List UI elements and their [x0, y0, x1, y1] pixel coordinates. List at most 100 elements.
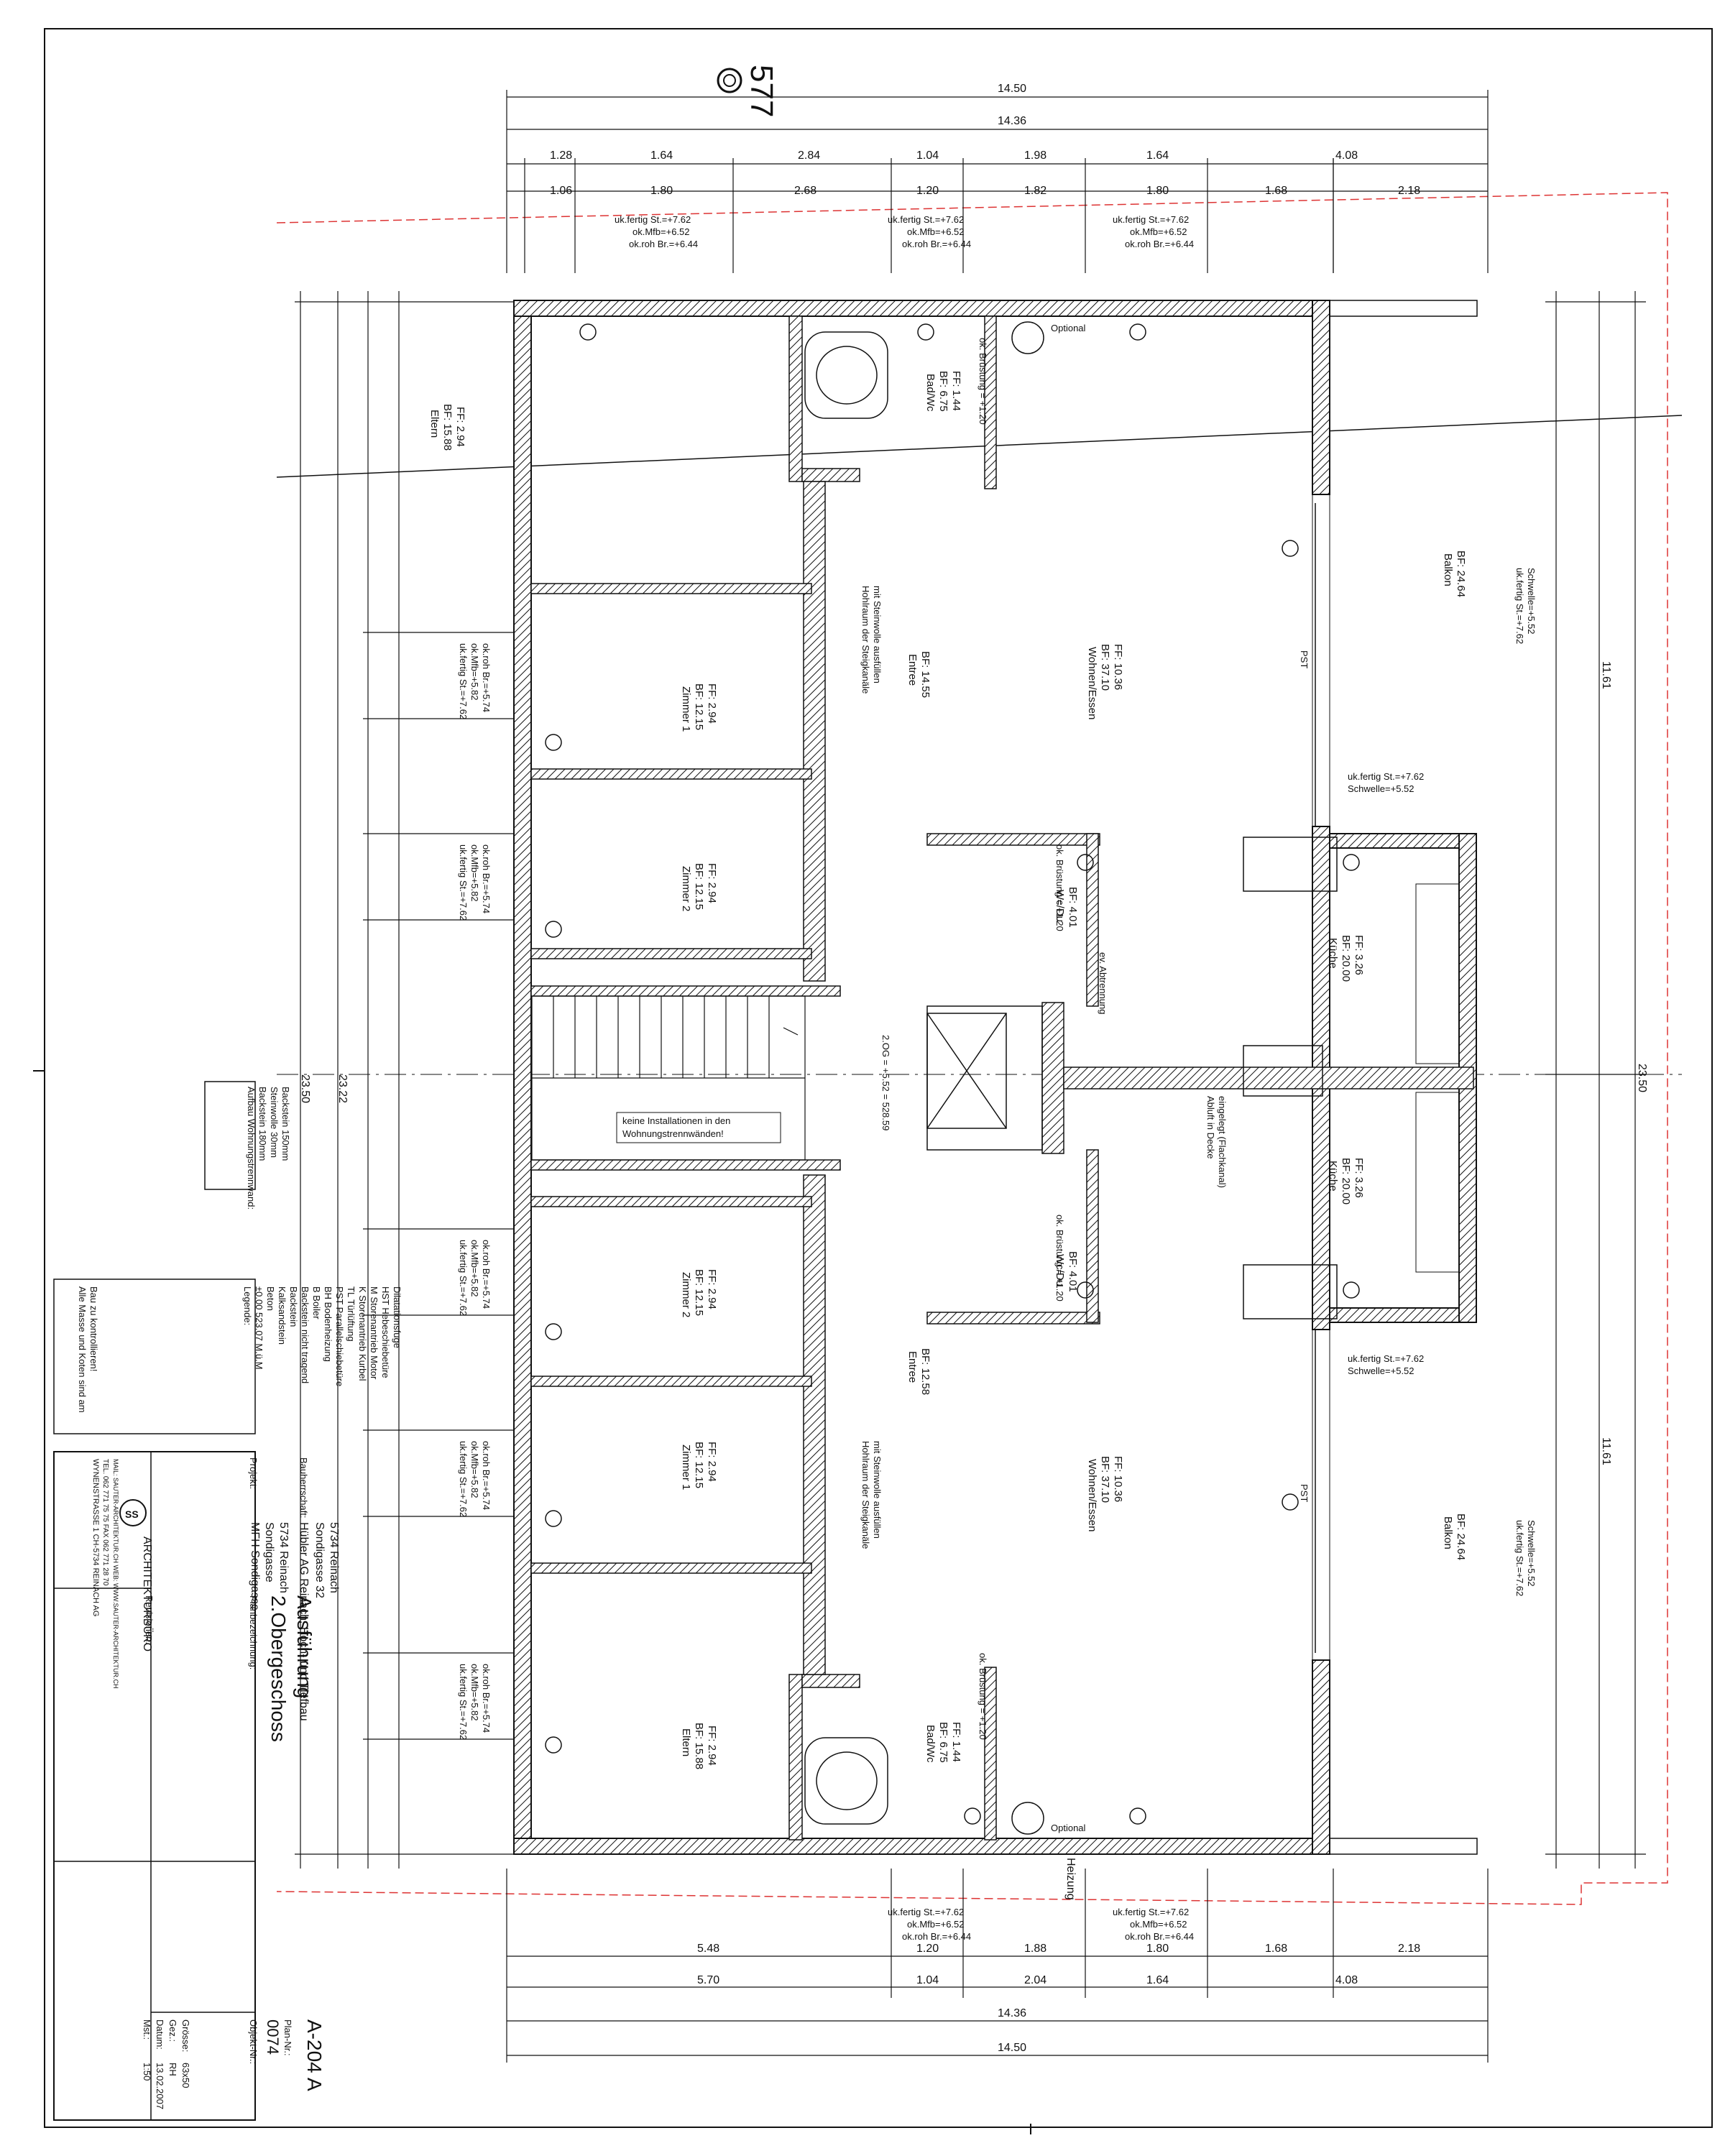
- svg-text:FF: 2.94: FF: 2.94: [706, 863, 718, 903]
- svg-text:4.08: 4.08: [1335, 1974, 1358, 1986]
- svg-text:1.04: 1.04: [916, 1974, 939, 1986]
- svg-text:BF: 24.64: BF: 24.64: [1455, 550, 1467, 597]
- plan-notes: 2.OG = +5.52 = 528.59 keine Installation…: [616, 323, 1310, 1900]
- svg-text:5.48: 5.48: [697, 1943, 719, 1955]
- svg-text:TEL. 062 771 75 75 FAX 062 77: TEL. 062 771 75 75 FAX 062 771 28 70: [101, 1459, 109, 1586]
- svg-text:ok.roh Br.=+6.44: ok.roh Br.=+6.44: [902, 239, 971, 249]
- drawing-label: Planbezeichnung:: [248, 1595, 259, 1669]
- svg-text:BF: 12.15: BF: 12.15: [693, 683, 705, 730]
- svg-text:BF: 24.64: BF: 24.64: [1455, 1514, 1467, 1560]
- svg-text:ok.roh Br.=+5.74: ok.roh Br.=+5.74: [481, 1664, 492, 1733]
- svg-text:1.68: 1.68: [1265, 185, 1287, 197]
- svg-text:Zimmer 1: Zimmer 1: [680, 1445, 692, 1490]
- svg-text:uk.fertig St.=+7.62: uk.fertig St.=+7.62: [1348, 771, 1424, 782]
- room-entree-upper: Entree BF: 14.55: [906, 651, 932, 698]
- object-number: 0074: [264, 2019, 282, 2055]
- svg-text:Backstein nicht tragend: Backstein nicht tragend: [300, 1286, 310, 1383]
- top-row1-dims: 1.28 1.64 2.84 1.04 1.98 1.64 4.08: [550, 149, 1358, 162]
- bottom-row1-dims: 5.48 1.20 1.88 1.80 1.68 2.18: [697, 1943, 1420, 1955]
- interior-walls: [530, 315, 1474, 1841]
- svg-text:ok.Mfb=+5.82: ok.Mfb=+5.82: [469, 1441, 480, 1498]
- room-wohnen-upper: Wohnen/Essen BF: 37.10 FF: 10.36: [1086, 644, 1124, 719]
- room-kueche-upper: Küche BF: 20.00 FF: 3.26: [1327, 935, 1365, 982]
- stairs-level-note: 2.OG = +5.52 = 528.59: [880, 1035, 891, 1130]
- svg-text:Hohlraum der Steigkanäle: Hohlraum der Steigkanäle: [860, 1441, 871, 1549]
- room-labels: Eltern BF: 15.88 FF: 2.94 Bad/Wc BF: 6.7…: [428, 371, 1467, 1769]
- room-zimmer1-lower: Zimmer 1 BF: 12.15 FF: 2.94: [680, 1442, 718, 1490]
- svg-text:1.06: 1.06: [550, 185, 572, 197]
- balcony-notes: uk.fertig St.=+7.62 Schwelle=+5.52 uk.fe…: [1348, 568, 1537, 1596]
- svg-text:1.98: 1.98: [1024, 149, 1046, 162]
- room-balkon-upper: Balkon BF: 24.64: [1442, 550, 1467, 597]
- svg-text:Wc/Du: Wc/Du: [1054, 890, 1066, 922]
- bottom-row2-dims: 5.70 1.04 2.04 1.64 4.08: [697, 1974, 1358, 1986]
- svg-text:Grösse:: Grösse:: [180, 2019, 191, 2053]
- svg-text:ok.Mfb=+6.52: ok.Mfb=+6.52: [632, 226, 690, 237]
- right-mid-upper: 11.61: [1600, 661, 1612, 689]
- scale: 1:50: [142, 2063, 152, 2081]
- svg-text:BF: 20.00: BF: 20.00: [1340, 1158, 1352, 1204]
- svg-text:Schwelle=+5.52: Schwelle=+5.52: [1526, 1520, 1537, 1587]
- svg-text:BF: 6.75: BF: 6.75: [937, 1722, 949, 1763]
- plan-number-marker: 577: [717, 65, 779, 117]
- svg-text:BF: 20.00: BF: 20.00: [1340, 935, 1352, 982]
- room-balkon-lower: Balkon BF: 24.64: [1442, 1514, 1467, 1560]
- title-block: Projekt: MFH Sondigasse Sondigasse 5734 …: [53, 1451, 340, 2121]
- svg-text:Küche: Küche: [1327, 1161, 1339, 1192]
- svg-text:ok.roh Br.=+5.74: ok.roh Br.=+5.74: [481, 1441, 492, 1510]
- svg-text:uk.fertig St.=+7.62: uk.fertig St.=+7.62: [615, 214, 691, 225]
- drawing-title-2: Ausführung: [293, 1595, 316, 1698]
- left-total-inner: 23.22: [336, 1074, 349, 1103]
- svg-text:Balkon: Balkon: [1442, 1516, 1454, 1549]
- sheet-frame: [44, 28, 1713, 2128]
- svg-text:5.70: 5.70: [697, 1974, 719, 1986]
- svg-text:ok.roh Br.=+6.44: ok.roh Br.=+6.44: [1125, 239, 1194, 249]
- symbol-markers: [545, 323, 1360, 1825]
- plan-number: 577: [744, 65, 779, 117]
- svg-text:FF: 3.26: FF: 3.26: [1353, 1158, 1365, 1198]
- date: 13.02.2007: [155, 2063, 165, 2109]
- svg-text:BF: 14.55: BF: 14.55: [919, 651, 932, 698]
- svg-text:PST Parallelschiebetüre: PST Parallelschiebetüre: [334, 1286, 345, 1386]
- svg-text:Backstein 180mm: Backstein 180mm: [257, 1087, 268, 1161]
- svg-text:2.18: 2.18: [1398, 185, 1420, 197]
- room-bad-upper: Bad/Wc BF: 6.75 FF: 1.44: [924, 371, 962, 412]
- stair-shaft: [926, 1013, 1007, 1129]
- svg-text:Bad/Wc: Bad/Wc: [924, 374, 937, 412]
- svg-text:Entree: Entree: [906, 654, 919, 686]
- svg-text:Bad/Wc: Bad/Wc: [924, 1725, 937, 1763]
- pst-upper: PST: [1299, 650, 1310, 668]
- office-logo: SS: [119, 1499, 147, 1526]
- drawing-title-1: 2.Obergeschoss: [267, 1595, 290, 1742]
- svg-text:5734 Reinach: 5734 Reinach: [277, 1522, 290, 1593]
- svg-text:uk.fertig St.=+7.62: uk.fertig St.=+7.62: [1113, 1907, 1189, 1917]
- svg-text:Beton: Beton: [265, 1286, 276, 1311]
- top-total-outer: 14.50: [998, 83, 1026, 95]
- hohlraum-note-2: mit Steinwolle ausfüllen: [872, 586, 883, 683]
- svg-text:Zimmer 1: Zimmer 1: [680, 686, 692, 732]
- svg-text:ok. Brüstung = +1.20: ok. Brüstung = +1.20: [1054, 1215, 1065, 1302]
- svg-text:ok.roh Br.=+6.44: ok.roh Br.=+6.44: [902, 1931, 971, 1942]
- room-eltern-lower: Eltern BF: 15.88 FF: 2.94: [680, 1723, 718, 1769]
- svg-text:ok.Mfb=+5.82: ok.Mfb=+5.82: [469, 844, 480, 902]
- svg-text:ok.roh Br.=+6.44: ok.roh Br.=+6.44: [629, 239, 698, 249]
- svg-text:±0.00 523.07 M.ü.M: ±0.00 523.07 M.ü.M: [254, 1286, 264, 1370]
- client-label: Bauherrschaft:: [298, 1457, 309, 1519]
- svg-text:ok.roh Br.=+5.74: ok.roh Br.=+5.74: [481, 643, 492, 712]
- svg-text:Schwelle=+5.52: Schwelle=+5.52: [1526, 568, 1537, 635]
- svg-text:Balkon: Balkon: [1442, 553, 1454, 586]
- wall-legend: Aufbau Wohnungstrennwand: Backstein 180m…: [204, 1081, 291, 1210]
- svg-text:M Storenantrieb Motor: M Storenantrieb Motor: [369, 1286, 380, 1380]
- svg-text:Sondigasse: Sondigasse: [263, 1522, 275, 1583]
- svg-text:1.80: 1.80: [1146, 1943, 1169, 1955]
- svg-text:BH Bodenheizung: BH Bodenheizung: [323, 1286, 334, 1362]
- svg-text:FF: 2.94: FF: 2.94: [706, 1442, 718, 1482]
- balcony-openings: [1243, 503, 1338, 1653]
- stairs: [531, 995, 806, 1161]
- svg-text:Zimmer 2: Zimmer 2: [680, 1272, 692, 1317]
- svg-text:FF: 2.94: FF: 2.94: [706, 1269, 718, 1309]
- top-row2-dims: 1.06 1.80 2.68 1.20 1.82 1.80 1.68 2.18: [550, 185, 1420, 197]
- svg-text:B Boiler: B Boiler: [311, 1286, 322, 1319]
- svg-text:uk.fertig St.=+7.62: uk.fertig St.=+7.62: [458, 643, 469, 719]
